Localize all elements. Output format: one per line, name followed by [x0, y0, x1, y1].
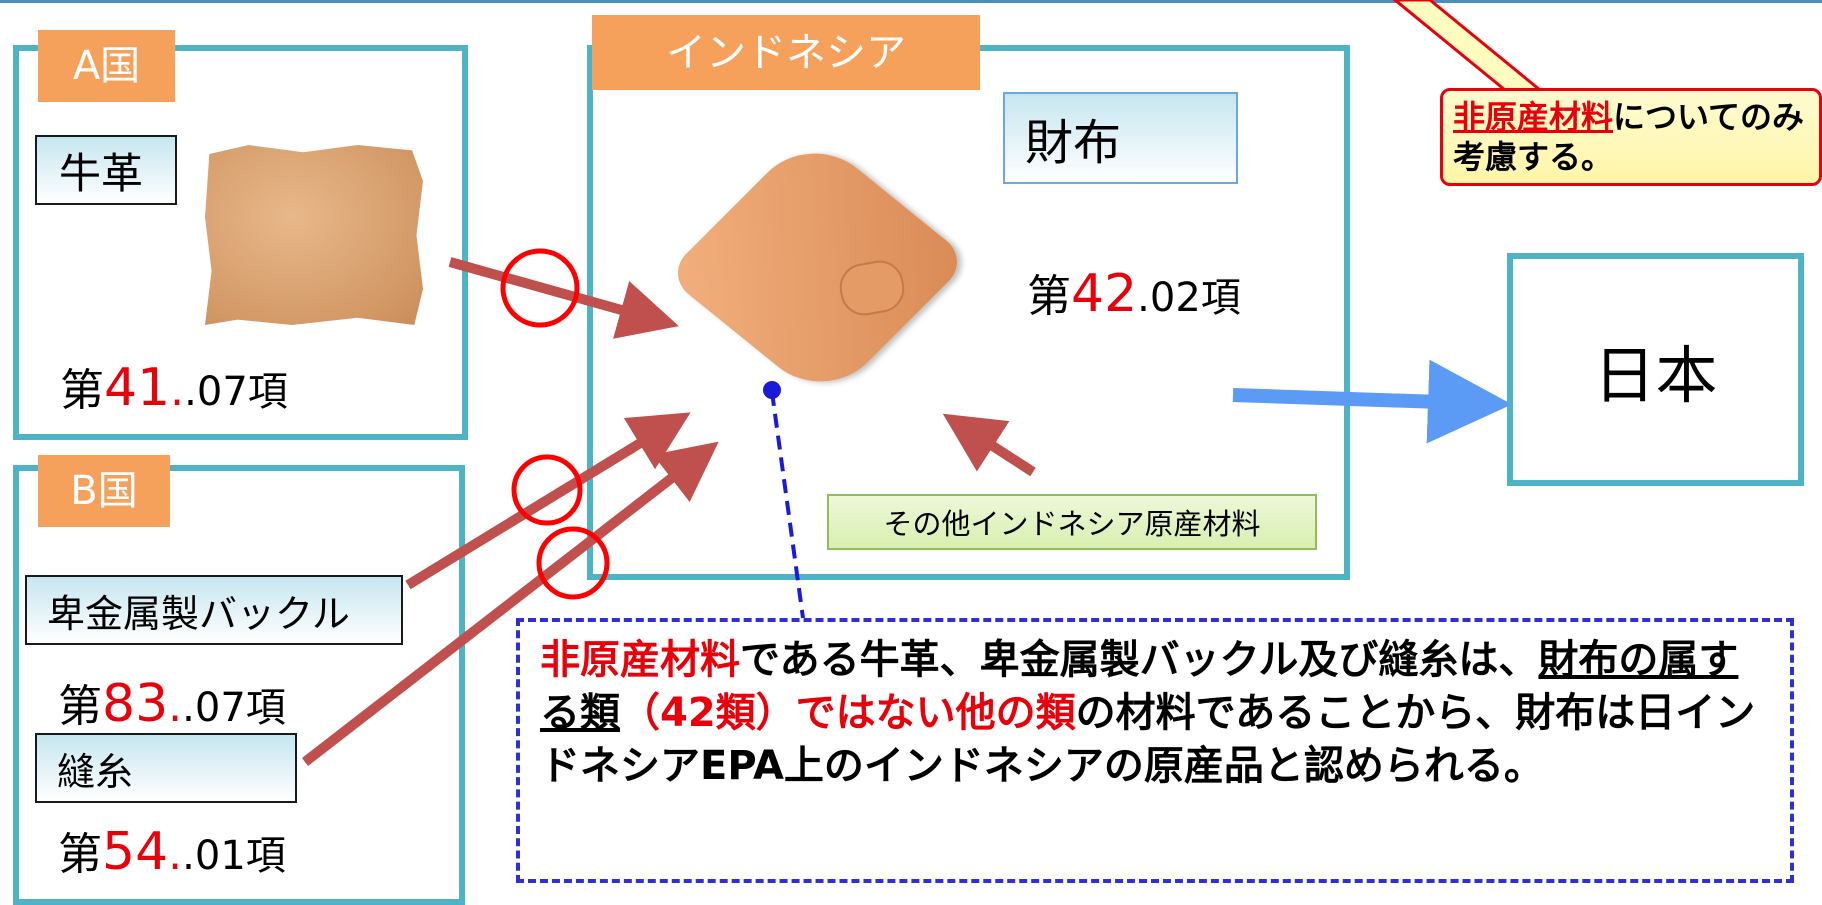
top-rule: [0, 0, 1822, 3]
check-circle-leather: [500, 248, 580, 328]
callout-highlight: 非原産材料: [1453, 98, 1614, 136]
leather-image: [205, 145, 423, 325]
callout-box: 非原産材料についてのみ考慮する。: [1440, 88, 1822, 186]
thread-hs-code: 第54..01項: [58, 822, 286, 882]
pointer-line: [770, 391, 805, 619]
japan-box: 日本: [1507, 253, 1804, 486]
arrow-leather: [448, 257, 679, 339]
indonesia-tab: インドネシア: [592, 15, 980, 90]
country-b-tab: B国: [38, 455, 170, 527]
arrow-other-materials: [942, 413, 1036, 477]
wallet-label: 財布: [1003, 92, 1238, 184]
thread-label: 縫糸: [35, 733, 297, 803]
arrow-buckle: [405, 412, 691, 590]
check-circle-buckle: [511, 454, 583, 526]
check-circle-thread: [536, 526, 610, 600]
country-a-hs-code: 第41..07項: [60, 358, 288, 418]
buckle-label: 卑金属製バックル: [25, 575, 403, 645]
japan-label: 日本: [1593, 338, 1718, 412]
arrow-to-japan: [1232, 359, 1512, 444]
buckle-hs-code: 第83..07項: [58, 674, 286, 734]
country-a-tab: A国: [38, 30, 175, 102]
leather-label: 牛革: [35, 135, 177, 205]
explanation-note: 非原産材料である牛革、卑金属製バックル及び縫糸は、財布の属する類（42類）ではな…: [516, 618, 1794, 883]
arrow-thread: [301, 441, 719, 766]
other-materials-label: その他インドネシア原産材料: [827, 494, 1317, 550]
callout-text: についてのみ考慮する。: [1453, 98, 1805, 176]
flow-arrows: [301, 248, 1512, 766]
pointer-dot: [763, 381, 781, 399]
indonesia-hs-code: 第42.02項: [1027, 264, 1241, 324]
